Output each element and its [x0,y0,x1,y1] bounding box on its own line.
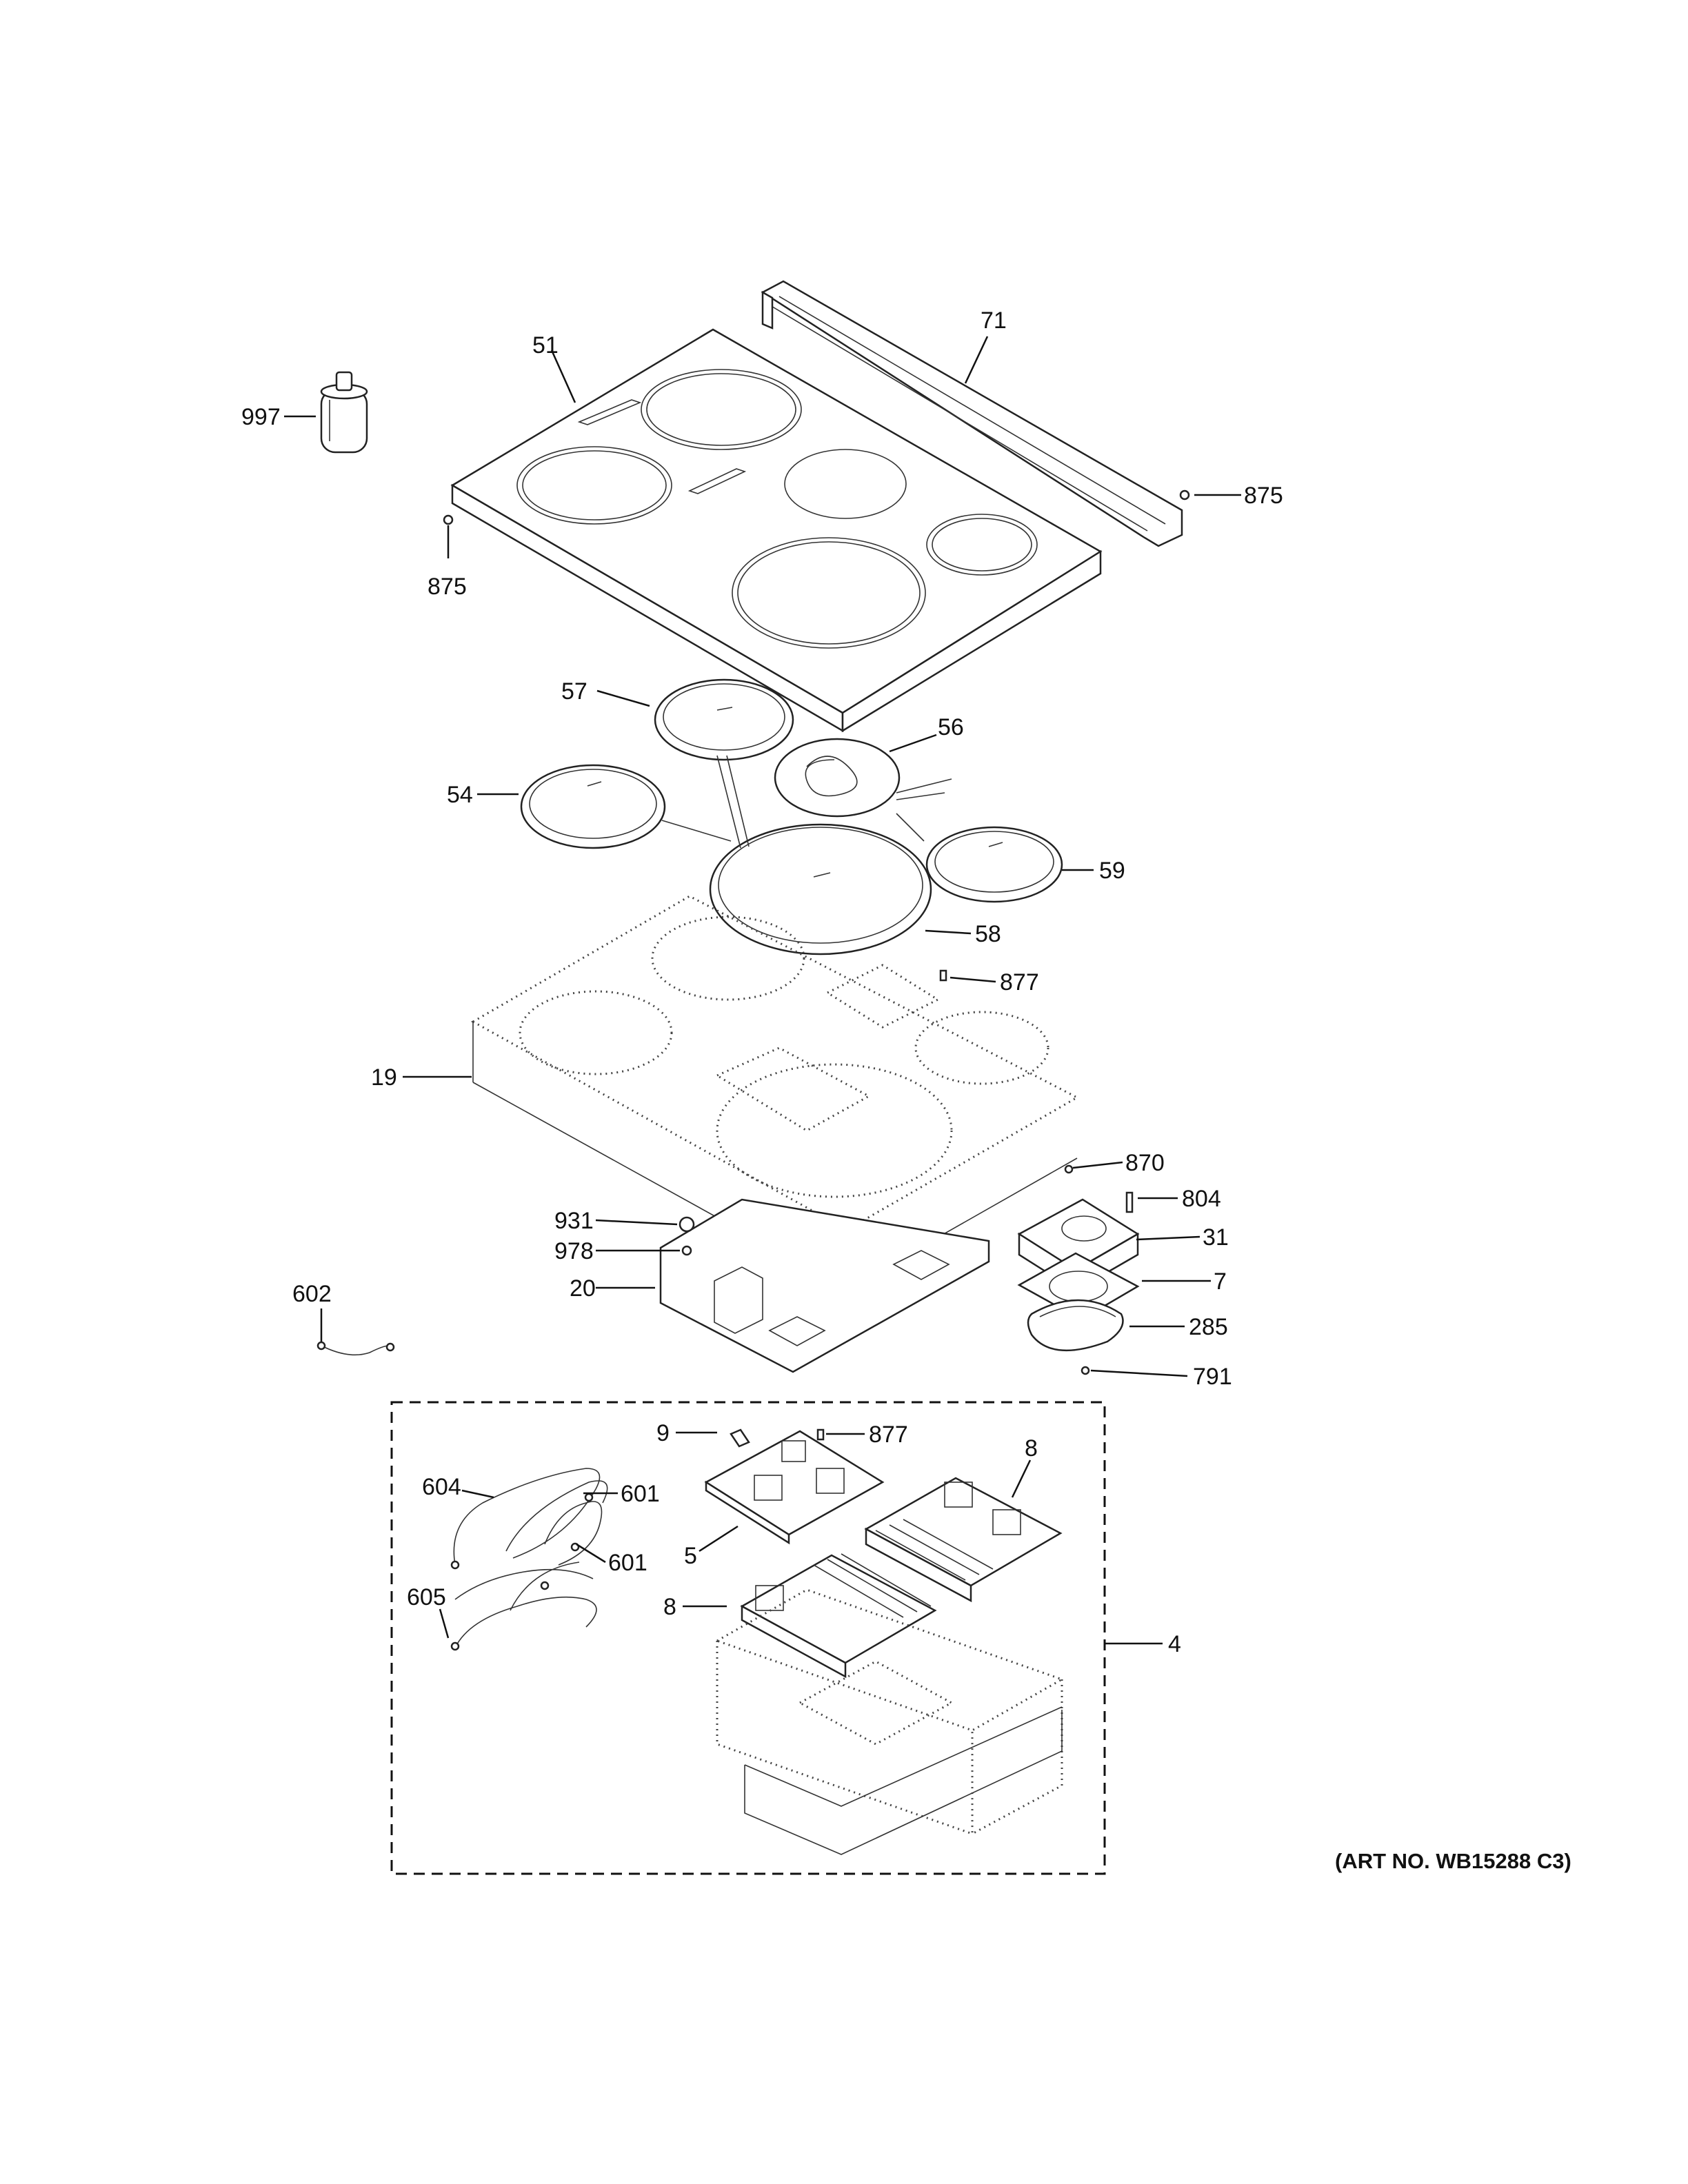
callout-31: 31 [1203,1224,1229,1251]
callout-877-upper: 877 [1000,969,1039,995]
fan-assembly [1017,1198,1140,1352]
element-56 [774,738,952,818]
callout-19: 19 [371,1064,397,1091]
callout-8-upper: 8 [1025,1435,1038,1462]
callout-875-right: 875 [1244,483,1283,509]
callout-51: 51 [532,332,559,358]
callout-7: 7 [1214,1268,1227,1295]
insulation-plate [470,895,1080,1290]
callout-791: 791 [1193,1364,1232,1390]
callout-59: 59 [1099,858,1125,884]
callout-602: 602 [292,1281,332,1307]
callout-870: 870 [1125,1150,1165,1176]
callout-labels: 997 51 71 875 875 57 56 54 59 58 877 19 … [241,307,1283,1657]
grommet-931 [679,1216,695,1233]
screw-791 [1081,1366,1090,1375]
callout-20: 20 [570,1275,596,1302]
harness-602 [321,1345,390,1356]
screw-804 [1125,1191,1134,1213]
inverter-board-8-lower [740,1553,937,1679]
art-number: (ART NO. WB15288 C3) [1335,1849,1571,1873]
cleaner-bottle [320,371,368,454]
harness-602-end-a [316,1341,326,1351]
control-assembly-box [390,1401,1106,1875]
screw-875-left [443,514,454,525]
callout-804: 804 [1182,1186,1221,1212]
leader-lines [284,336,1241,1645]
rear-vent-trim [761,280,1183,547]
element-59 [925,826,1063,903]
screw-870 [1064,1164,1074,1174]
callout-5: 5 [684,1543,697,1569]
element-wires [661,755,925,849]
callout-605: 605 [407,1584,446,1610]
screw-877-lower [816,1428,825,1441]
callout-997: 997 [241,404,281,430]
callout-58: 58 [975,921,1001,947]
element-54 [520,764,666,849]
screw-875-right [1179,489,1190,501]
callout-71: 71 [981,307,1007,334]
callout-601-upper: 601 [621,1481,660,1507]
callout-931: 931 [554,1208,594,1234]
screw-877-upper [939,969,947,982]
callout-877-lower: 877 [869,1422,908,1448]
inverter-board-8-upper [864,1477,1063,1603]
fuse-9 [730,1428,750,1448]
wire-harnesses [450,1468,608,1651]
callout-4: 4 [1168,1631,1181,1657]
control-board-5 [704,1430,885,1545]
callout-8-lower: 8 [663,1594,676,1620]
callout-978: 978 [554,1238,594,1264]
callout-54: 54 [447,782,473,808]
glass-cooktop [450,328,1103,733]
clip-978 [681,1245,692,1256]
callout-604: 604 [422,1474,461,1500]
callout-57: 57 [561,678,587,705]
callout-9: 9 [656,1420,670,1446]
callout-56: 56 [938,714,964,740]
harness-602-end-b [385,1342,395,1352]
element-58 [709,823,932,956]
callout-601-lower: 601 [608,1550,647,1576]
chassis-box [714,1588,1065,1855]
lower-shield [659,1198,990,1373]
callout-875-left: 875 [428,574,467,600]
element-57 [654,678,794,761]
callout-285: 285 [1189,1314,1228,1340]
